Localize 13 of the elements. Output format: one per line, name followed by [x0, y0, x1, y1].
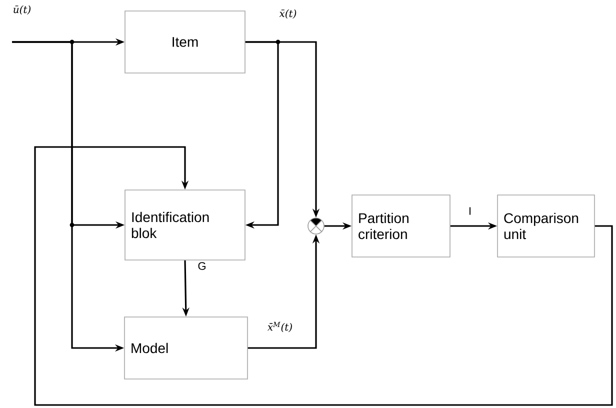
summing-junction — [308, 218, 324, 234]
edge-label: G — [196, 261, 208, 271]
arrow — [34, 146, 613, 406]
process-box: Item — [124, 10, 246, 74]
edge-label: ū(t) — [12, 4, 32, 16]
edge-label: x̄(t) — [278, 8, 298, 20]
process-box: Model — [124, 316, 248, 380]
process-box: Comparison unit — [497, 194, 595, 258]
arrow — [245, 41, 279, 229]
process-box: Partition criterion — [352, 194, 450, 258]
edge-label: x̄$^{M}$(t) — [266, 320, 294, 334]
process-box: Identification blok — [124, 190, 246, 260]
edge-label: I — [467, 206, 473, 216]
